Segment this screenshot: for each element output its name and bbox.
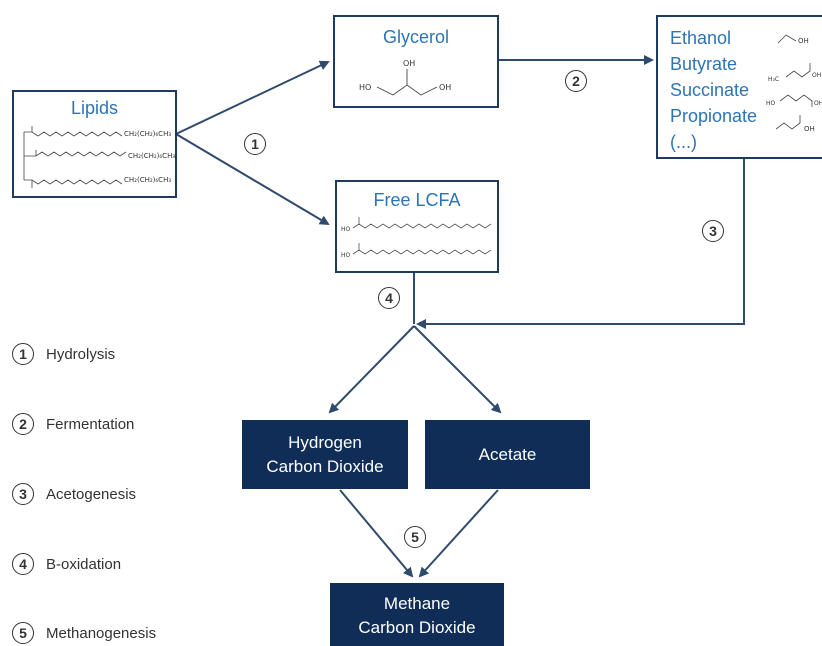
glycerol-oh-right: OH bbox=[439, 83, 451, 92]
product-ethanol: Ethanol bbox=[670, 28, 732, 48]
product-butyrate: Butyrate bbox=[670, 54, 738, 74]
product-propionate: Propionate bbox=[670, 106, 758, 126]
methane-co2-label: Carbon Dioxide bbox=[358, 618, 476, 637]
step-marker-1: 1 bbox=[244, 133, 266, 155]
legend-label-b-oxidation: B-oxidation bbox=[46, 555, 122, 573]
lcfa-structures: HO HO bbox=[341, 217, 492, 259]
glycerol-oh-top: OH bbox=[403, 59, 415, 68]
acetate-label: Acetate bbox=[478, 444, 537, 464]
methane-co2-box: Methane Carbon Dioxide bbox=[330, 583, 504, 646]
step-marker-2: 2 bbox=[565, 70, 587, 92]
triglyceride-structure: CH₂(CH₂)₆CH₃ CH₂(CH₂)₆CH₃ CH₂(CH₂)₆CH₃ bbox=[23, 126, 175, 188]
product-structures: OH H₃C OH HO OH OH bbox=[766, 34, 822, 133]
glycerol-title: Glycerol bbox=[382, 27, 449, 47]
legend-item-hydrolysis: 1 Hydrolysis bbox=[12, 342, 115, 366]
legend-item-acetogenesis: 3 Acetogenesis bbox=[12, 482, 136, 506]
lcfa-ho-1: HO bbox=[341, 226, 351, 233]
legend-item-methanogenesis: 5 Methanogenesis bbox=[12, 621, 156, 645]
succinate-oh: OH bbox=[814, 100, 822, 107]
glycerol-box: Glycerol HO OH OH bbox=[333, 15, 499, 108]
legend-num-5: 5 bbox=[12, 622, 34, 644]
step-marker-3: 3 bbox=[702, 220, 724, 242]
arrow-h2-methane bbox=[339, 489, 414, 578]
glycerol-ho: HO bbox=[359, 83, 371, 92]
lipid-chain-1: CH₂(CH₂)₆CH₃ bbox=[124, 130, 171, 138]
legend-item-b-oxidation: 4 B-oxidation bbox=[12, 552, 121, 576]
legend-num-1: 1 bbox=[12, 343, 34, 365]
hydrogen-co2-box: Hydrogen Carbon Dioxide bbox=[242, 420, 408, 489]
arrow-merge-acetate bbox=[413, 325, 502, 414]
lipid-chain-3: CH₂(CH₂)₆CH₃ bbox=[124, 176, 171, 184]
product-list: Ethanol Butyrate Succinate Propionate (.… bbox=[670, 25, 757, 155]
carbon-dioxide-label: Carbon Dioxide bbox=[266, 456, 384, 476]
product-more: (...) bbox=[670, 132, 697, 152]
free-lcfa-box: Free LCFA HO HO bbox=[335, 180, 499, 273]
legend-label-hydrolysis: Hydrolysis bbox=[46, 345, 116, 363]
succinate-ho: HO bbox=[766, 100, 776, 107]
glycerol-structure: HO OH OH bbox=[359, 59, 451, 96]
arrow-lipids-lcfa bbox=[175, 133, 330, 226]
butyrate-h3c: H₃C bbox=[768, 76, 779, 83]
free-lcfa-title: Free LCFA bbox=[373, 190, 461, 210]
legend-item-fermentation: 2 Fermentation bbox=[12, 412, 134, 436]
fermentation-products-box: Ethanol Butyrate Succinate Propionate (.… bbox=[656, 15, 822, 159]
lipids-title: Lipids bbox=[70, 98, 119, 118]
legend-label-methanogenesis: Methanogenesis bbox=[46, 624, 157, 642]
acetate-box: Acetate bbox=[425, 420, 590, 489]
legend-label-acetogenesis: Acetogenesis bbox=[46, 485, 137, 503]
step-marker-5: 5 bbox=[404, 526, 426, 548]
methane-label: Methane bbox=[383, 594, 451, 613]
lcfa-ho-2: HO bbox=[341, 252, 351, 259]
lipid-chain-2: CH₂(CH₂)₆CH₃ bbox=[128, 152, 175, 160]
arrow-merge-h2 bbox=[328, 325, 415, 414]
hydrogen-label: Hydrogen bbox=[288, 432, 362, 452]
arrow-acetate-methane bbox=[418, 489, 499, 578]
product-succinate: Succinate bbox=[670, 80, 750, 100]
ethanol-oh: OH bbox=[798, 37, 809, 45]
legend-num-4: 4 bbox=[12, 553, 34, 575]
step-marker-4: 4 bbox=[378, 287, 400, 309]
arrow-lipids-glycerol bbox=[175, 60, 330, 135]
propionate-oh: OH bbox=[804, 125, 815, 133]
arrow-products-merge bbox=[416, 159, 745, 329]
legend-num-2: 2 bbox=[12, 413, 34, 435]
butyrate-oh: OH bbox=[812, 72, 821, 79]
legend-num-3: 3 bbox=[12, 483, 34, 505]
lipids-box: Lipids CH₂(CH₂)₆CH₃ CH₂(CH₂)₆CH₃ CH₂(CH₂… bbox=[12, 90, 177, 198]
legend-label-fermentation: Fermentation bbox=[46, 415, 135, 433]
